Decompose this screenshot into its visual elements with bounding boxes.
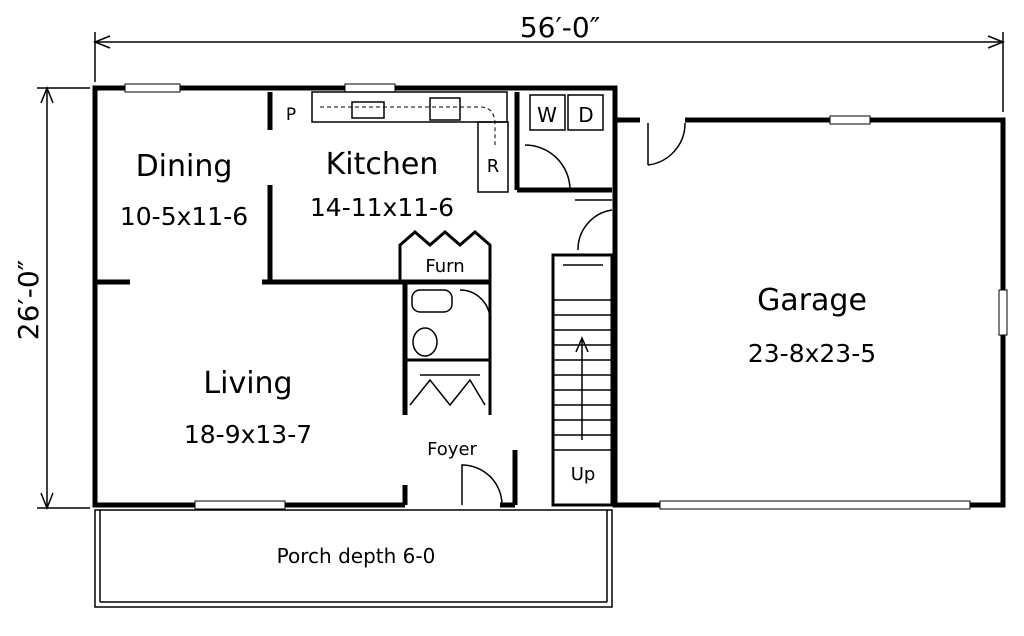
pantry-label: P	[286, 105, 296, 125]
kitchen-label: Kitchen	[326, 147, 439, 182]
garage-label: Garage	[757, 283, 867, 318]
porch	[94, 509, 613, 608]
washer-label: W	[537, 103, 557, 127]
kitchen-size: 14-11x11-6	[310, 193, 454, 222]
furnace-label: Furn	[425, 256, 464, 277]
living-label: Living	[203, 366, 292, 401]
width-label: 56′-0″	[520, 11, 600, 44]
garage-size: 23-8x23-5	[748, 339, 876, 368]
dining-size: 10-5x11-6	[120, 202, 248, 231]
dryer-label: D	[578, 103, 593, 127]
garage-walls	[612, 115, 1008, 510]
depth-label: 26′-0″	[12, 260, 45, 340]
width-dimension: 56′-0″	[92, 11, 1006, 112]
dining-label: Dining	[136, 149, 233, 184]
refrigerator-label: R	[487, 156, 500, 177]
porch-label: Porch depth 6-0	[277, 544, 436, 568]
house-walls	[92, 83, 618, 510]
foyer-label: Foyer	[427, 439, 477, 460]
living-size: 18-9x13-7	[184, 420, 312, 449]
stairs-up-label: Up	[571, 464, 596, 485]
depth-dimension: 26′-0″	[12, 85, 90, 511]
